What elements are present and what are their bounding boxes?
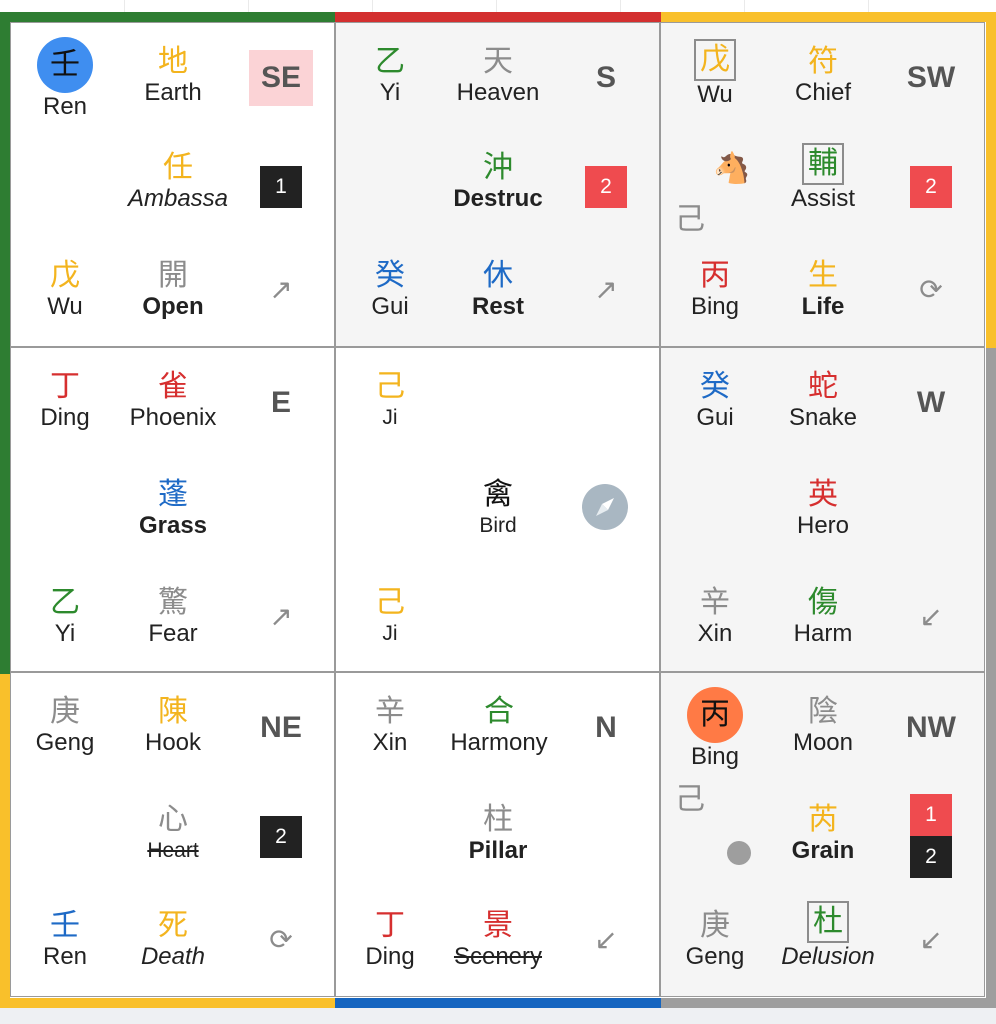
arrow-up-right-icon: ↗ [269, 601, 293, 632]
palace-center[interactable]: 己 Ji 禽 Bird 己 Ji [335, 347, 660, 672]
earth-stem: 壬 Ren [42, 908, 88, 971]
palace-ne[interactable]: 庚 Geng 陳 Hook NE 心 Heart 2 壬 Ren 死 Death… [10, 672, 335, 997]
star: 芮 Grain [791, 802, 855, 865]
earth-stem: 乙 Yi [50, 585, 80, 648]
heaven-stem: 辛 Xin [372, 694, 408, 757]
count-badge-bottom: 2 [910, 836, 952, 878]
frame-green-left [0, 12, 10, 674]
cycle-icon: ⟳ [919, 274, 943, 305]
frame-gold-top [661, 12, 996, 22]
arrow-down-left-icon: ↙ [919, 601, 943, 632]
heaven-stem: 戊 Wu [665, 39, 765, 109]
direction-label: SE [249, 50, 313, 106]
palace-n[interactable]: 辛 Xin 合 Harmony N 柱 Pillar 丁 Ding 景 Scen… [335, 672, 660, 997]
horse-icon: 🐴 [713, 152, 751, 185]
status-dot-icon [727, 841, 751, 865]
frame-gold-right [986, 12, 996, 348]
palace-e[interactable]: 丁 Ding 雀 Phoenix E 蓬 Grass 乙 Yi 驚 Fear ↗ [10, 347, 335, 672]
count-badge: 2 [585, 166, 627, 208]
heaven-stem: 庚 Geng [35, 694, 95, 757]
frame-gold-left [0, 674, 10, 1008]
frame-gold-bottom [0, 998, 335, 1008]
extra-stem: 己 [675, 782, 705, 817]
count-badge: 1 [260, 166, 302, 208]
star: 英 Hero [796, 477, 850, 540]
direction-label: N [595, 711, 617, 744]
door: 杜 Delusion [773, 901, 883, 971]
star: 任 Ambassa [127, 150, 229, 213]
arrow-up-right-icon: ↗ [269, 274, 293, 305]
direction-label: NW [906, 711, 956, 744]
deity: 符 Chief [794, 44, 852, 107]
star: 禽 Bird [479, 477, 517, 538]
direction-label: NE [260, 711, 302, 744]
cycle-icon: ⟳ [269, 924, 293, 955]
frame-gray-bottom [661, 998, 996, 1008]
direction-label: W [916, 386, 946, 419]
door: 休 Rest [471, 258, 525, 321]
arrow-down-left-icon: ↙ [919, 924, 943, 955]
door: 驚 Fear [148, 585, 198, 648]
heaven-stem: 丙 Bing [665, 687, 765, 771]
heaven-stem: 丁 Ding [40, 369, 90, 432]
bottom-strip [0, 1008, 996, 1024]
deity: 天 Heaven [456, 44, 540, 107]
door: 生 Life [801, 258, 845, 321]
direction-label: E [270, 386, 291, 419]
frame-blue-bottom [335, 998, 661, 1008]
count-badge: 2 [910, 166, 952, 208]
deity: 陳 Hook [144, 694, 202, 757]
count-badge-top: 1 [910, 794, 952, 836]
direction-label: S [595, 61, 616, 94]
count-badge: 2 [260, 816, 302, 858]
star: 沖 Destruc [453, 150, 543, 213]
qimen-grid: 壬 Ren 地 Earth SE 任 Ambassa 1 戊 Wu 開 Open… [10, 22, 986, 998]
compass-icon[interactable] [582, 484, 628, 530]
palace-sw[interactable]: 戊 Wu 符 Chief SW 🐴 己 輔 Assist 2 丙 Bing 生 … [660, 22, 985, 347]
deity: 陰 Moon [792, 694, 854, 757]
star: 蓬 Grass [138, 477, 208, 540]
extra-stem: 己 [675, 202, 705, 237]
earth-stem: 庚 Geng [685, 908, 745, 971]
deity: 合 Harmony [450, 694, 548, 757]
heaven-stem: 乙 Yi [375, 44, 405, 107]
arrow-up-right-icon: ↗ [594, 274, 618, 305]
earth-stem: 戊 Wu [47, 258, 83, 321]
deity: 蛇 Snake [788, 369, 858, 432]
palace-se[interactable]: 壬 Ren 地 Earth SE 任 Ambassa 1 戊 Wu 開 Open… [10, 22, 335, 347]
frame-red-top [335, 12, 661, 22]
frame-gray-right [986, 348, 996, 1008]
star: 心 Heart [147, 802, 199, 863]
door: 死 Death [140, 908, 206, 971]
star: 柱 Pillar [468, 802, 528, 865]
heaven-stem-char: 丙 [687, 687, 743, 743]
door: 景 Scenery [453, 908, 543, 971]
earth-stem: 己 Ji [375, 585, 405, 646]
deity: 地 Earth [144, 44, 202, 107]
earth-stem: 辛 Xin [697, 585, 733, 648]
door: 傷 Harm [793, 585, 853, 648]
heaven-stem: 己 Ji [375, 369, 405, 430]
earth-stem: 丙 Bing [690, 258, 740, 321]
heaven-stem: 癸 Gui [696, 369, 734, 432]
heaven-stem-char: 壬 [37, 37, 93, 93]
star: 輔 Assist [773, 143, 873, 213]
top-strip [0, 0, 996, 12]
heaven-stem: 壬 Ren [15, 37, 115, 121]
frame-green-top [0, 12, 335, 22]
earth-stem: 丁 Ding [365, 908, 415, 971]
arrow-down-left-icon: ↙ [594, 924, 618, 955]
door: 開 Open [142, 258, 204, 321]
palace-w[interactable]: 癸 Gui 蛇 Snake W 英 Hero 辛 Xin 傷 Harm ↙ [660, 347, 985, 672]
deity: 雀 Phoenix [129, 369, 217, 432]
direction-label: SW [906, 61, 956, 94]
earth-stem: 癸 Gui [371, 258, 409, 321]
palace-nw[interactable]: 丙 Bing 陰 Moon NW 己 芮 Grain 1 2 庚 Geng 杜 … [660, 672, 985, 997]
palace-s[interactable]: 乙 Yi 天 Heaven S 沖 Destruc 2 癸 Gui 休 Rest… [335, 22, 660, 347]
